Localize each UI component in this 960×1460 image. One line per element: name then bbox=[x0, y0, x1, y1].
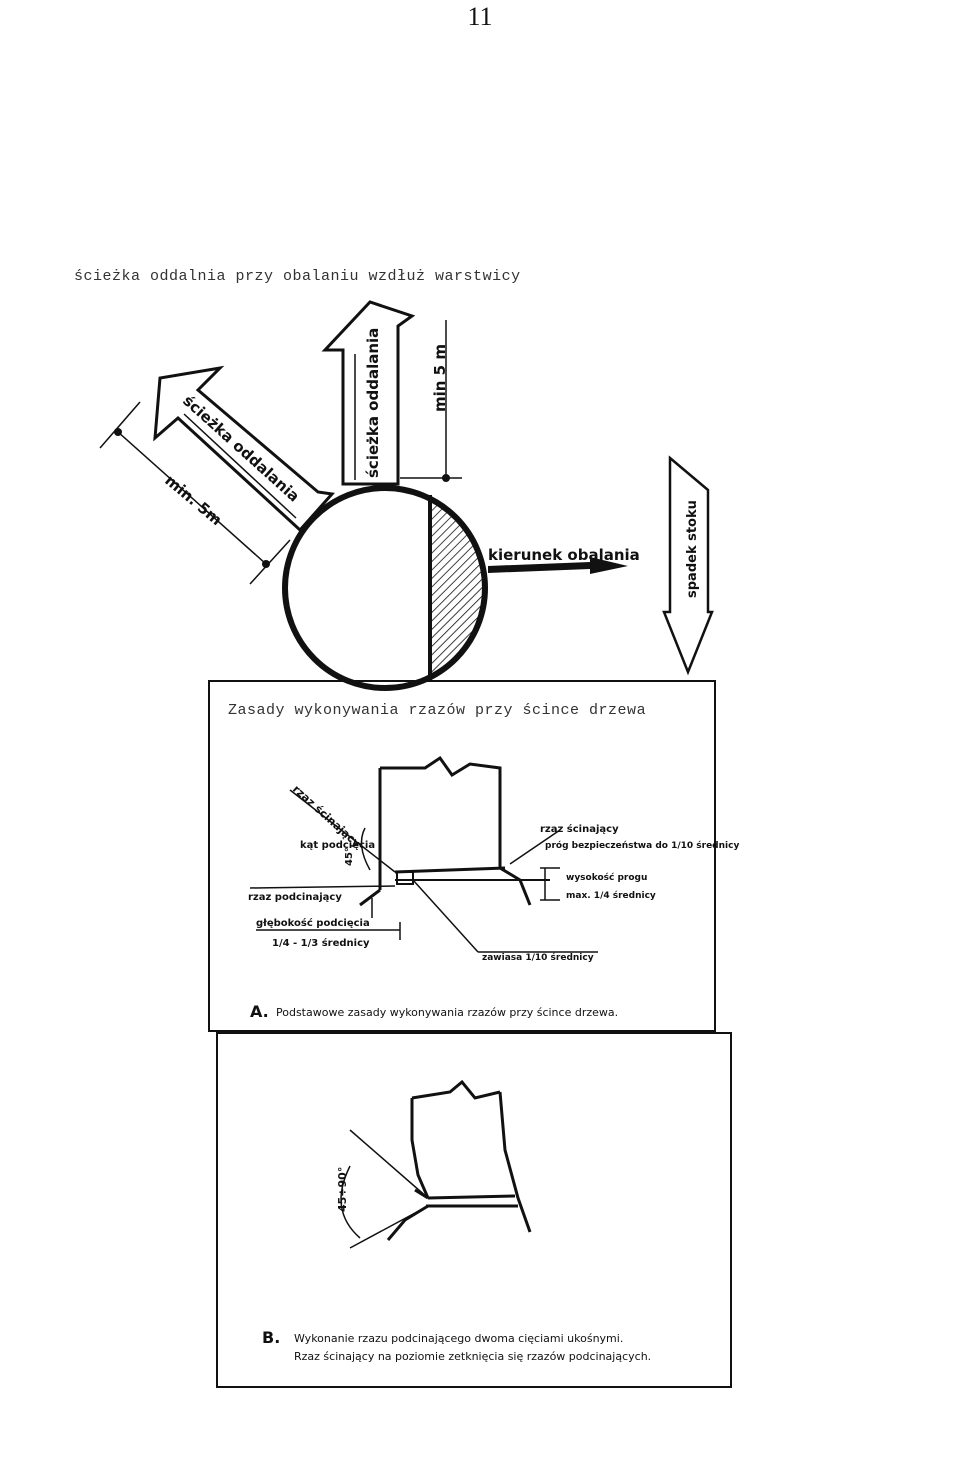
felling-direction-diagram: ścieżka oddalania min 5 m ścieżka oddala… bbox=[99, 300, 714, 691]
label-depth-value-a: 1/4 - 1/3 średnicy bbox=[272, 937, 370, 949]
escape-path-up-arrow bbox=[321, 300, 416, 486]
tree-trunk-section bbox=[282, 485, 488, 691]
panel-a-caption: Podstawowe zasady wykonywania rzazów prz… bbox=[276, 1006, 619, 1019]
slope-label: spadek stoku bbox=[685, 500, 700, 598]
escape-path-left-arrow bbox=[153, 365, 335, 533]
fall-direction-label: kierunek obalania bbox=[488, 546, 640, 564]
label-hinge-a: zawiasa 1/10 średnicy bbox=[482, 952, 594, 963]
label-safety-a: próg bezpieczeństwa do 1/10 średnicy bbox=[545, 840, 739, 851]
angle-lines-b bbox=[340, 1129, 429, 1249]
panel-b-letter: B. bbox=[262, 1328, 281, 1347]
panel-a-letter: A. bbox=[250, 1002, 269, 1021]
label-right-top-a: rzaz ścinający bbox=[540, 823, 619, 835]
label-angle-value-a: 45° bbox=[344, 847, 355, 866]
escape-path-left-label: ścieżka oddalania bbox=[179, 392, 303, 506]
distance-up-label: min 5 m bbox=[431, 344, 449, 412]
distance-left-label: min. 5m bbox=[161, 471, 225, 529]
label-step-a: wysokość progu bbox=[566, 872, 647, 883]
figure2-title: Zasady wykonywania rzazów przy ścince dr… bbox=[228, 702, 647, 719]
label-depth-a: głębokość podcięcia bbox=[256, 917, 370, 929]
fall-direction-arrow bbox=[488, 557, 628, 574]
label-angle-a: kąt podcięcia bbox=[300, 840, 375, 851]
distance-left-dimension bbox=[99, 401, 291, 585]
panel-a-diagram: rzaz ścinający kąt podcięcia 45° rzaz po… bbox=[248, 755, 739, 963]
page-number: 11 bbox=[467, 2, 493, 31]
escape-path-up-label: ścieżka oddalania bbox=[364, 328, 382, 478]
panel-b-caption-line2: Rzaz ścinający na poziomie zetknięcia si… bbox=[294, 1350, 652, 1363]
slope-arrow bbox=[662, 455, 714, 676]
figure1-title: ścieżka oddalnia przy obalaniu wzdłuż wa… bbox=[74, 268, 521, 285]
panel-a-frame bbox=[208, 680, 716, 1032]
panel-b-diagram: 45÷90° bbox=[336, 1079, 532, 1249]
tree-stump-a bbox=[359, 755, 550, 907]
label-undercut-a: rzaz podcinający bbox=[248, 892, 342, 903]
distance-up-dimension bbox=[400, 320, 462, 482]
panel-b-caption-line1: Wykonanie rzazu podcinającego dwoma cięc… bbox=[294, 1332, 624, 1345]
cut-lines-a bbox=[249, 789, 598, 953]
panel-b-frame bbox=[216, 1032, 732, 1388]
label-step-max-a: max. 1/4 średnicy bbox=[566, 890, 656, 901]
angle-label-b: 45÷90° bbox=[336, 1167, 349, 1212]
